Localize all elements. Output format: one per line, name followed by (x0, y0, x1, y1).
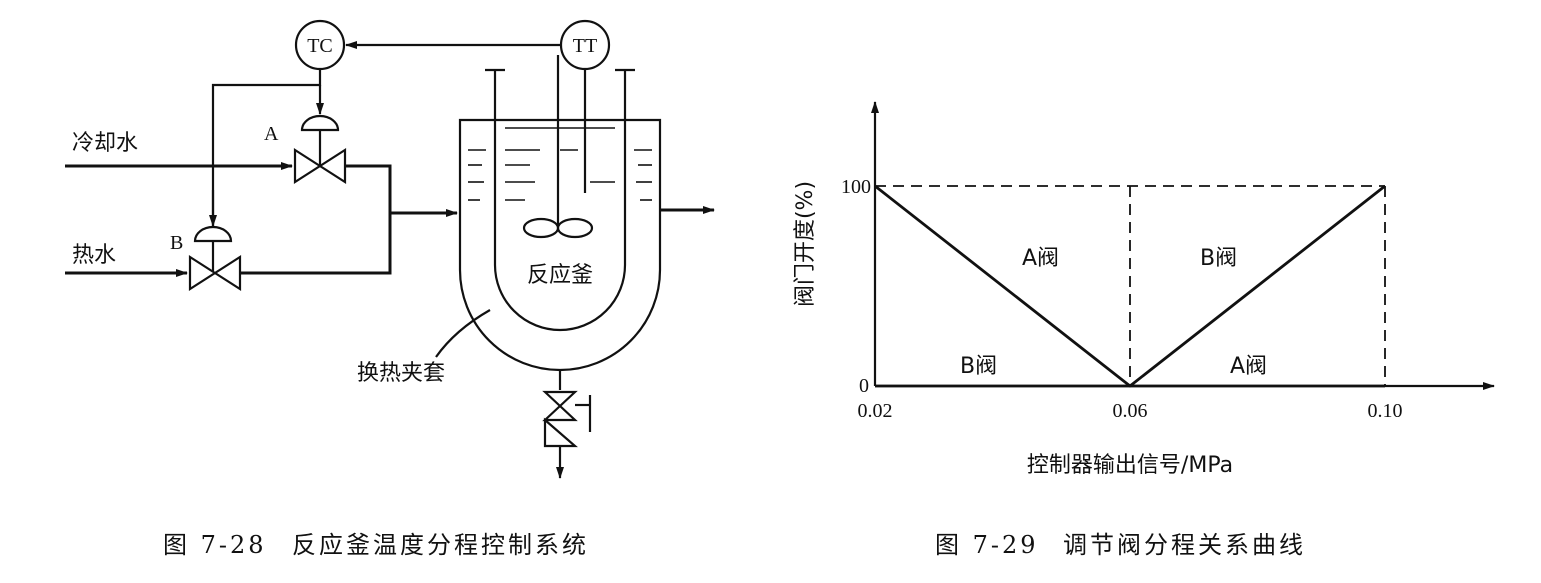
y-tick-100: 100 (841, 176, 871, 198)
figure-7-28-title: 反应釜温度分程控制系统 (292, 531, 589, 559)
tt-label: TT (573, 35, 597, 57)
control-valve-b: B (170, 225, 242, 292)
cooling-water-outlet (345, 164, 392, 213)
control-valve-a: A (264, 114, 347, 185)
tc-label: TC (307, 35, 333, 57)
cooling-water-label: 冷却水 (72, 131, 138, 156)
hot-water-outlet (240, 213, 392, 275)
x-tick-0-06: 0.06 (1113, 400, 1148, 422)
annotation-a-upper: A阀 (1022, 246, 1059, 271)
x-axis-title: 控制器输出信号/MPa (1027, 453, 1233, 478)
split-range-chart: 0 100 0.02 0.06 0.10 A阀 B阀 B阀 A阀 阀门开度(%)… (793, 101, 1495, 559)
valve-a-label: A (264, 123, 279, 145)
x-tick-0-10: 0.10 (1368, 400, 1403, 422)
reactor-label: 反应釜 (527, 263, 593, 288)
reactor-vessel (493, 70, 627, 332)
hot-water-label: 热水 (72, 243, 116, 268)
series-valve-b (875, 184, 1386, 388)
y-tick-0: 0 (859, 375, 869, 397)
figure-7-29-title: 调节阀分程关系曲线 (1063, 531, 1306, 559)
figure-7-28-number: 图 7-28 (163, 531, 267, 559)
jacket-leader-line (435, 309, 491, 358)
y-axis-title: 阀门开度(%) (793, 181, 818, 307)
annotation-b-upper: B阀 (1200, 246, 1237, 271)
reactor-liquid-levels (505, 127, 615, 201)
drain-valve (542, 390, 592, 448)
agitator (522, 55, 594, 239)
figure-7-29-number: 图 7-29 (935, 531, 1039, 559)
annotation-b-lower: B阀 (960, 354, 997, 379)
annotation-a-lower: A阀 (1230, 354, 1267, 379)
x-tick-0-02: 0.02 (858, 400, 893, 422)
signal-line-to-valve-b (211, 69, 322, 226)
jacket-liquid-levels (468, 149, 652, 201)
tt-transmitter: TT (559, 19, 611, 71)
valve-b-label: B (170, 232, 183, 254)
process-diagram: TC TT A B 冷却水 (65, 19, 715, 559)
jacket-label: 换热夹套 (357, 361, 445, 386)
tc-controller: TC (294, 19, 346, 71)
heat-exchange-jacket (458, 118, 662, 372)
